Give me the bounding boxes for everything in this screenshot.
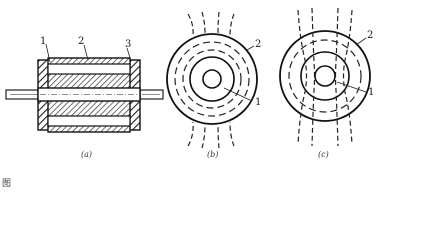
panel-b-field-ring-outer: [174, 41, 250, 117]
rotor-bar-bottom: [47, 115, 131, 127]
panel-c-callout-1: 1: [368, 87, 374, 98]
panel-c-center-hole: [314, 65, 336, 87]
panel-a-callout-2: 2: [78, 36, 84, 47]
figure-caption-fragment: 图: [2, 178, 11, 187]
figure-canvas: 1 2 3 (a) 2 1 (b): [2, 7, 374, 187]
panel-b-center-hole: [202, 69, 222, 89]
panel-a-cross-section: 1 2 3 (a): [5, 36, 164, 159]
panel-b-callout-2: 2: [255, 39, 261, 50]
panel-c-sublabel: (c): [318, 150, 329, 159]
rotor-bar-top: [47, 63, 131, 75]
panel-b-end-view: 2 1 (b): [166, 11, 261, 159]
panel-a-callout-1: 1: [40, 36, 46, 47]
panel-c-field-ring: [288, 39, 362, 113]
panel-a-callout-3: 3: [125, 39, 131, 50]
panel-a-sublabel: (a): [81, 150, 92, 159]
panel-c-end-view: 2 1 (c): [279, 7, 374, 159]
panel-b-field-ring-inner: [182, 49, 242, 109]
panel-c-callout-2: 2: [367, 30, 373, 41]
panel-b-sublabel: (b): [207, 150, 218, 159]
panel-b-callout-1: 1: [255, 97, 261, 108]
